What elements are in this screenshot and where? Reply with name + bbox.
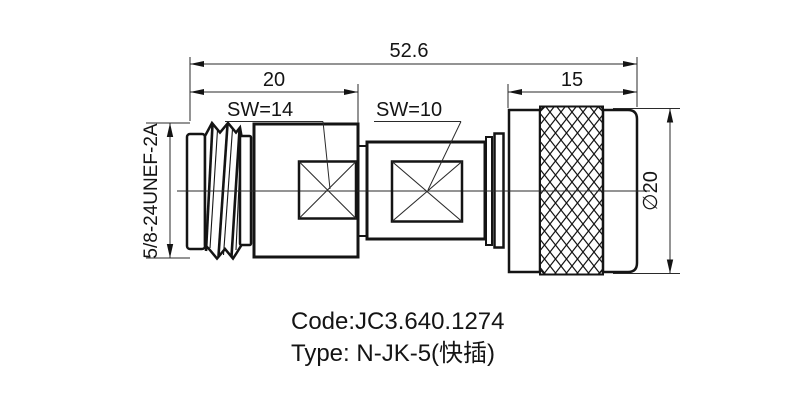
dim-diameter: ∅20 [613,108,680,274]
dim-label-left-section: 20 [263,69,285,91]
caption-code: Code:JC3.640.1274 [291,308,505,335]
label-sw10: SW=10 [374,99,462,191]
caption-block: Code:JC3.640.1274 Type: N-JK-5(快插) [291,308,505,367]
arrowhead-left [190,61,204,67]
sw10-leader [427,121,462,191]
dim-label-overall: 52.6 [390,40,429,62]
label-sw14: SW=14 [225,99,331,190]
dim-label-right-section: 15 [561,69,583,91]
dim-thread: 5/8-24UNEF-2A [141,122,190,259]
thread-spec-text: 5/8-24UNEF-2A [141,123,162,258]
wrench-flat-right [390,160,464,223]
diameter-text: ∅20 [640,171,662,211]
caption-type: Type: N-JK-5(快插) [291,340,495,367]
dim-overall-length: 52.6 [189,40,638,121]
sw14-leader [322,121,331,190]
dim-left-section: 20 [190,69,359,123]
sw14-text: SW=14 [227,99,293,121]
connector-body [185,105,639,276]
dim-right-section: 15 [507,69,637,108]
sw10-text: SW=10 [376,99,442,121]
arrowhead-right [623,61,637,67]
thread-helix-lines [204,124,242,257]
